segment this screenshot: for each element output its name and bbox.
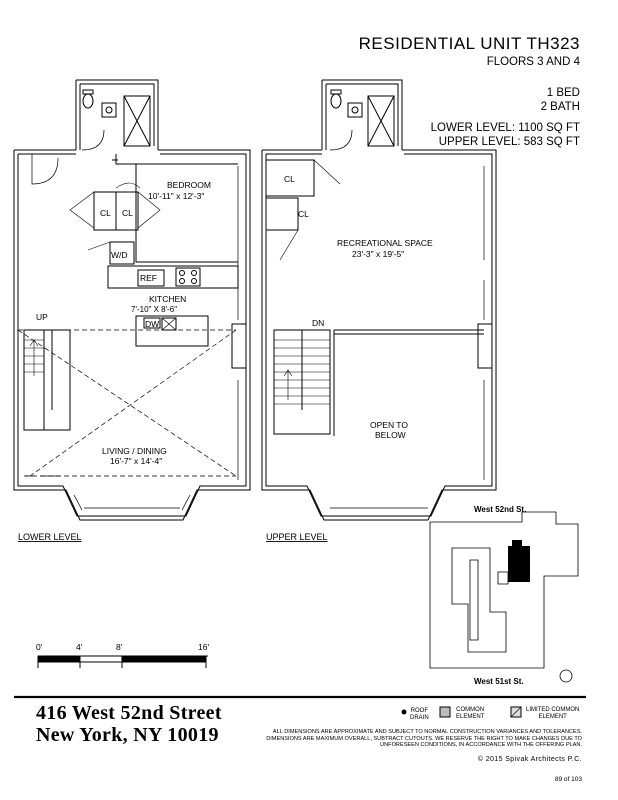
legend-common-line1: COMMON <box>456 707 485 713</box>
closet-label-1: CL <box>100 208 111 218</box>
lower-level-sqft: LOWER LEVEL: 1100 SQ FT <box>430 122 580 134</box>
upper-closet-label-2: CL <box>298 209 309 219</box>
upper-level-plan <box>261 79 497 521</box>
upper-level-sqft: UPPER LEVEL: 583 SQ FT <box>438 136 580 148</box>
stairs-up-label: UP <box>36 312 48 322</box>
baths-count: 2 BATH <box>540 101 580 113</box>
legend-limited-line1: LIMITED COMMON <box>526 707 580 713</box>
upper-level-label: UPPER LEVEL <box>266 532 328 542</box>
page-number: 89 of 103 <box>554 776 582 783</box>
floors-subtitle: FLOORS 3 AND 4 <box>486 56 580 68</box>
kitchen-dims: 7'-10" X 8'-6" <box>131 305 177 314</box>
below-label: BELOW <box>375 430 406 440</box>
legend-common: COMMON ELEMENT <box>456 707 484 721</box>
south-street-label: West 51st St. <box>474 677 524 686</box>
address-line-1: 416 West 52nd Street <box>36 702 222 724</box>
stairs-down-label: DN <box>312 318 324 328</box>
north-street-label: West 52nd St. <box>474 505 526 514</box>
legend-roof-drain-line1: ROOF <box>410 708 428 714</box>
kitchen-label: KITCHEN <box>149 294 186 304</box>
scale-tick-16: 16' <box>198 642 209 652</box>
lower-level-label: LOWER LEVEL <box>18 532 82 542</box>
washer-dryer-label: W/D <box>111 250 128 260</box>
dishwasher-label: DW <box>145 319 159 329</box>
scale-tick-0: 0' <box>36 642 43 652</box>
legend-common-line2: ELEMENT <box>456 714 485 720</box>
closet-label-2: CL <box>122 208 133 218</box>
address-line-2: New York, NY 10019 <box>36 724 219 746</box>
scale-bar <box>37 655 208 668</box>
lower-level-plan <box>13 79 251 521</box>
site-map <box>429 511 579 683</box>
living-dims: 16'-7" x 14'-4" <box>110 456 162 466</box>
upper-closet-label-1: CL <box>284 174 295 184</box>
unit-title: RESIDENTIAL UNIT TH323 <box>358 34 580 53</box>
open-to-label: OPEN TO <box>370 420 408 430</box>
scale-tick-4: 4' <box>76 642 83 652</box>
legend-limited: LIMITED COMMON ELEMENT <box>526 707 579 721</box>
bedroom-label: BEDROOM <box>167 180 211 190</box>
legend-roof-drain: ROOF DRAIN <box>410 708 429 722</box>
legend-limited-line2: ELEMENT <box>538 714 567 720</box>
disclaimer-text: ALL DIMENSIONS ARE APPROXIMATE AND SUBJE… <box>266 729 582 749</box>
living-label: LIVING / DINING <box>102 446 167 456</box>
rec-space-label: RECREATIONAL SPACE <box>337 238 433 248</box>
fridge-label: REF <box>140 273 157 283</box>
beds-count: 1 BED <box>546 87 580 99</box>
copyright: © 2015 Spivak Architects P.C. <box>477 756 582 763</box>
scale-tick-8: 8' <box>116 642 123 652</box>
rec-space-dims: 23'-3" x 19'-5" <box>352 249 404 259</box>
bedroom-dims: 10'-11" x 12'-3" <box>148 191 204 201</box>
legend-roof-drain-line2: DRAIN <box>410 715 429 721</box>
